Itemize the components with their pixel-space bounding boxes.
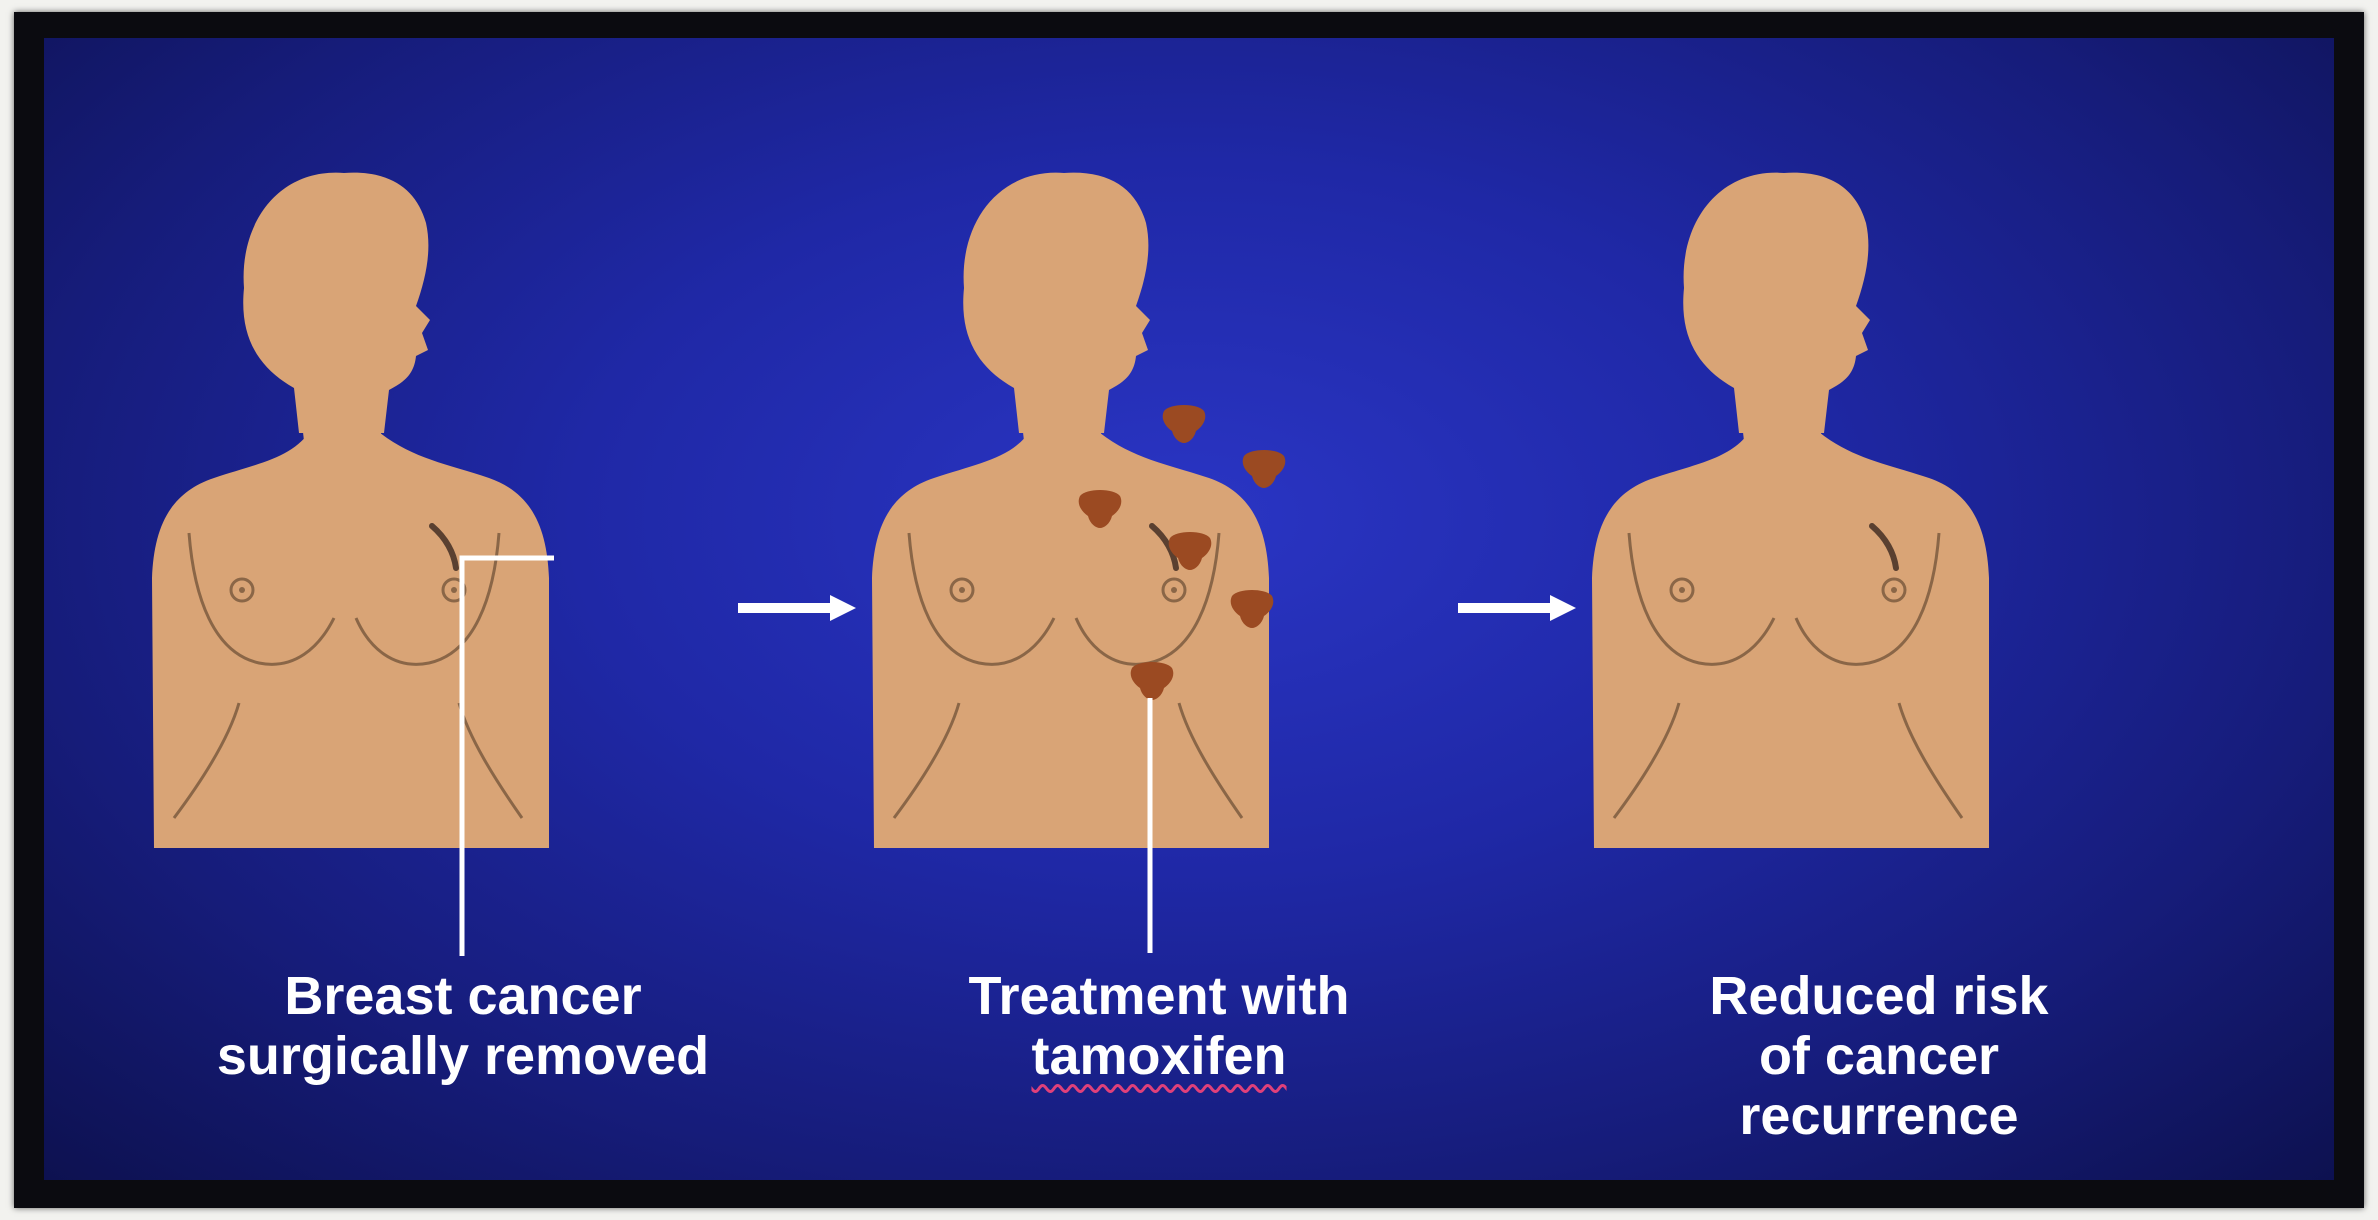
caption-during: Treatment with tamoxifen [824, 966, 1494, 1086]
arrow-right-icon [1458, 595, 1576, 621]
arrow-right-icon [738, 595, 856, 621]
caption-line: Breast cancer [128, 966, 798, 1026]
caption-line: tamoxifen [1031, 1026, 1286, 1086]
caption-line: of cancer [1544, 1026, 2214, 1086]
illustration-panel: Breast cancer surgically removed Treatme… [44, 38, 2334, 1180]
caption-after: Reduced risk of cancer recurrence [1544, 966, 2214, 1146]
caption-before: Breast cancer surgically removed [128, 966, 798, 1086]
figure-during [872, 173, 1269, 848]
caption-line-wrap: tamoxifen [824, 1026, 1494, 1086]
caption-line: surgically removed [128, 1026, 798, 1086]
cancer-cell-icon [1163, 405, 1206, 443]
caption-line: Reduced risk [1544, 966, 2214, 1026]
caption-line: Treatment with [824, 966, 1494, 1026]
figure-before [152, 173, 549, 848]
cancer-cell-icon [1243, 450, 1286, 488]
figure-after [1592, 173, 1989, 848]
picture-frame: Breast cancer surgically removed Treatme… [14, 12, 2364, 1208]
caption-line: recurrence [1544, 1086, 2214, 1146]
